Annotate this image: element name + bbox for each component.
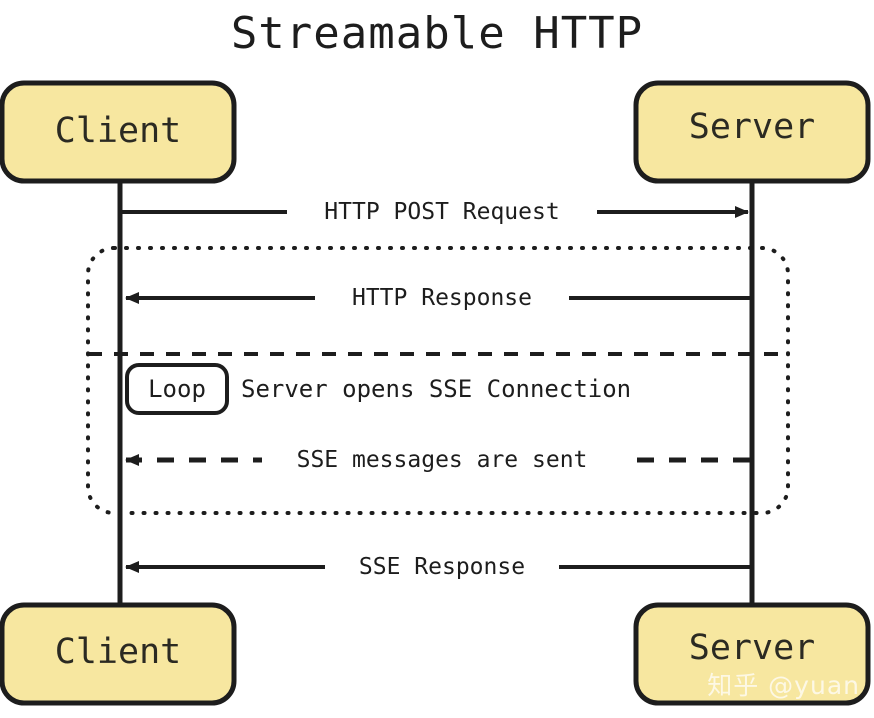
participant-label-server-bottom: Server — [688, 628, 816, 668]
participant-label-client-top: Client — [54, 111, 182, 151]
message-label-http-post-request: HTTP POST Request — [287, 201, 597, 224]
loop-fragment-graphics — [86, 246, 790, 515]
loop-condition-label: Server opens SSE Connection — [241, 375, 632, 403]
loop-tag-box — [125, 363, 229, 415]
participant-box-client-top[interactable] — [0, 80, 237, 184]
participant-box-server-bottom[interactable] — [633, 602, 871, 706]
message-label-sse-messages-are-sent: SSE messages are sent — [262, 449, 622, 472]
loop-tag-label: Loop — [148, 375, 206, 403]
message-label-http-response: HTTP Response — [315, 287, 569, 310]
page-title: Streamable HTTP — [230, 8, 644, 59]
participant-box-client-bottom[interactable] — [0, 602, 237, 706]
participant-box-server-top[interactable] — [633, 80, 871, 184]
message-label-sse-response: SSE Response — [325, 556, 559, 579]
participant-boxes-top — [0, 80, 871, 184]
participant-label-client-bottom: Client — [54, 632, 182, 672]
participant-label-server-top: Server — [688, 107, 816, 147]
loop-fragment-border — [86, 246, 790, 515]
lifelines — [117, 181, 755, 606]
participant-boxes-bottom — [0, 602, 871, 706]
